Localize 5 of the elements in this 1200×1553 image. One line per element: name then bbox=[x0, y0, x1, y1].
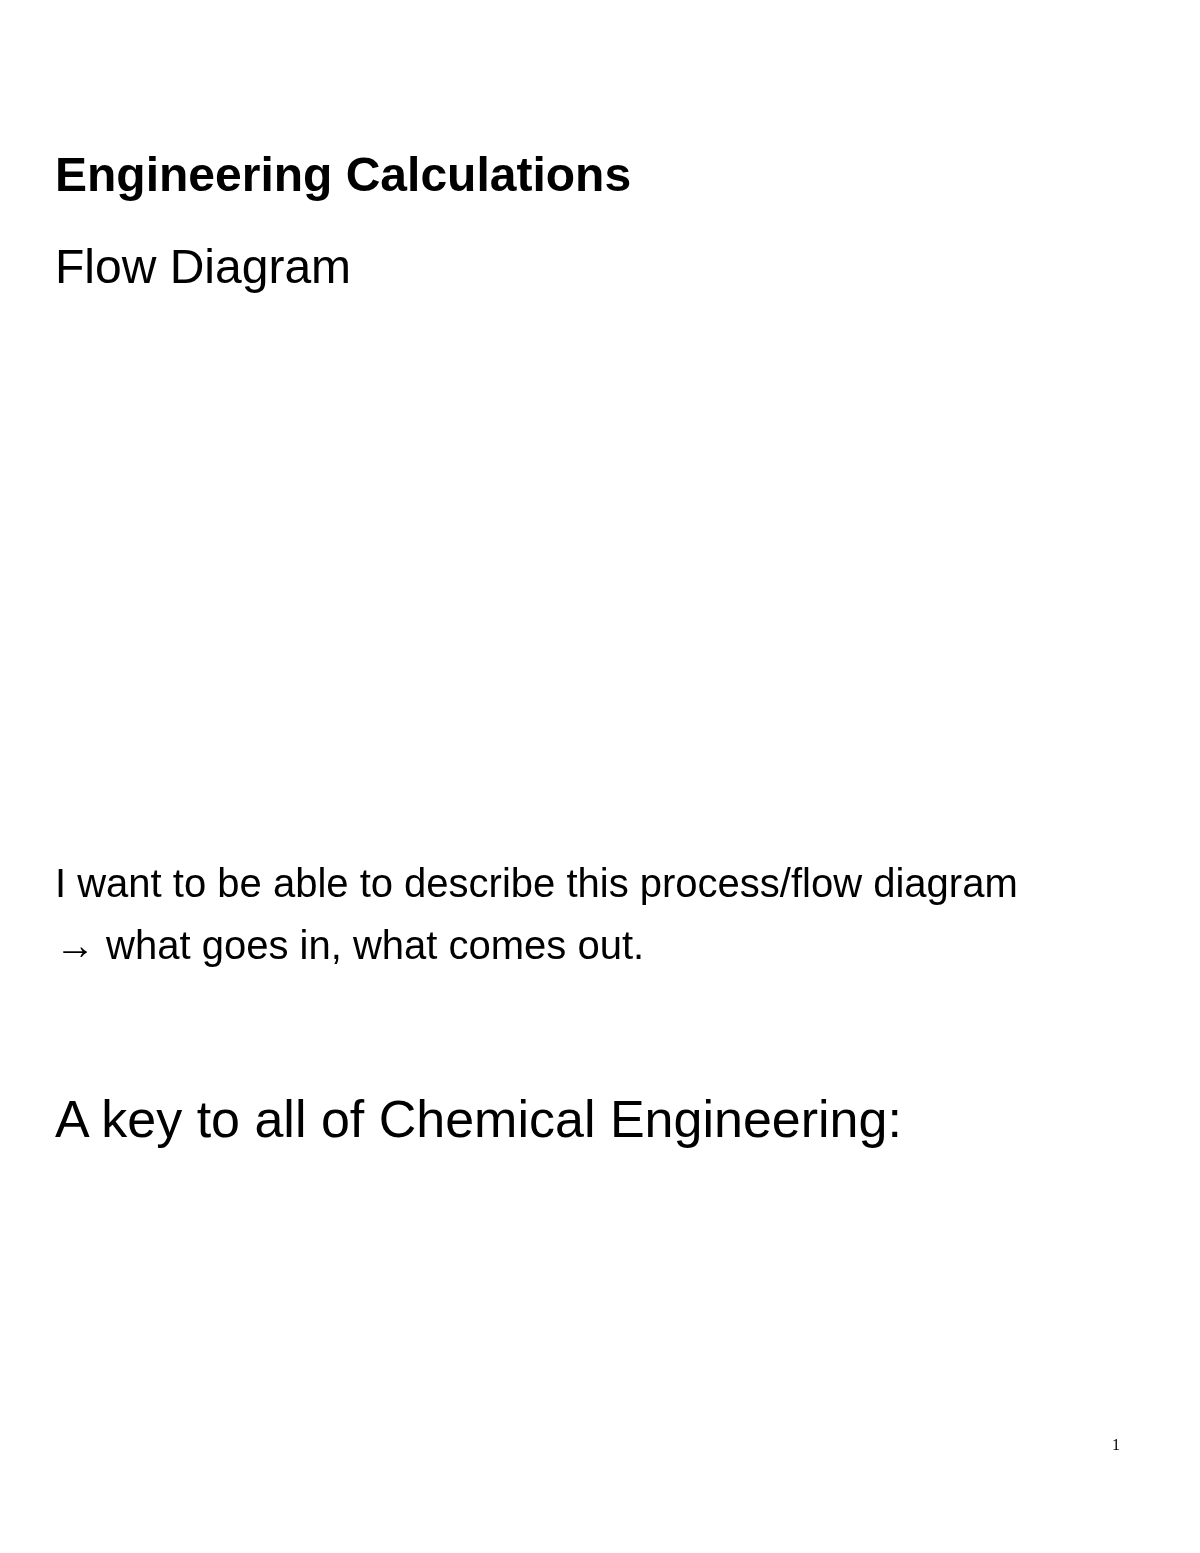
page-title: Engineering Calculations bbox=[55, 147, 632, 203]
section-heading: A key to all of Chemical Engineering: bbox=[55, 1089, 903, 1150]
body-text: I want to be able to describe this process/flow diagram → what goes in, what comes out. bbox=[55, 860, 1019, 969]
subtitle: Flow Diagram bbox=[55, 239, 353, 295]
page-number: 1 bbox=[1111, 1435, 1120, 1455]
